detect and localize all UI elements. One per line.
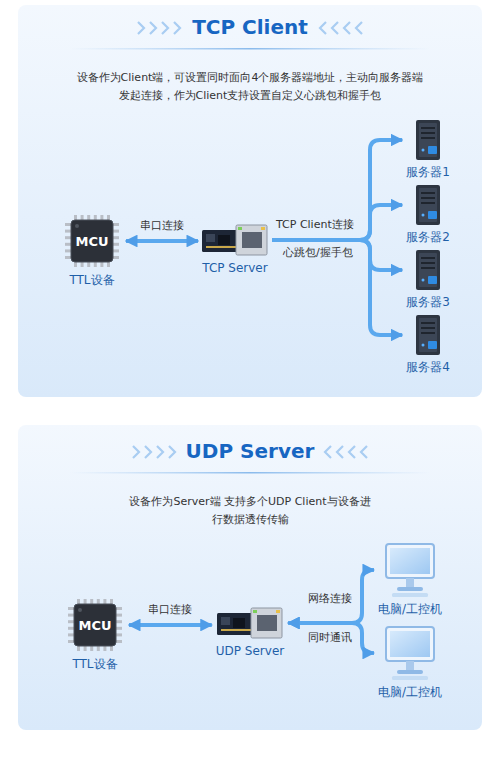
connector-arrow [272,140,402,240]
ethernet-module-graphic [202,223,268,257]
ethernet-module: UDP Server [212,606,288,659]
panel-description: 设备作为Server端 支持多个UDP Client与设备进行数据透传传输 [125,493,375,529]
server-icon [413,184,443,226]
panel-description: 设备作为Client端，可设置同时面向4个服务器端地址，主动向服务器端发起连接，… [75,69,425,105]
server-graphic [413,119,443,161]
device-label: UDP Server [216,644,284,659]
panel-band: UDP Server 设备作为Server端 支持多个UDP Client与设备进… [18,425,482,730]
device-label: TCP Server [202,261,267,276]
device-label: 服务器3 [406,295,450,310]
connector-arrow [288,623,374,653]
server-icon [413,314,443,356]
panel-title: TCP Client [18,15,482,39]
panel-ground [18,425,482,730]
computer-graphic [384,542,436,598]
server: 服务器2 [402,184,454,245]
connection-label: 网络连接 [308,592,352,606]
device-label: 电脑/工控机 [378,685,442,700]
server: 服务器4 [402,314,454,375]
panel-ground [18,5,482,397]
chip-marking: MCU [65,597,125,653]
server-graphic [413,249,443,291]
connection-note: 心跳包/握手包 [283,246,353,260]
title-rule [70,472,430,474]
connector-arrow [129,623,212,627]
computer: 电脑/工控机 [374,625,446,700]
title-rule [70,48,430,50]
connection-note: TCP Client连接 [276,218,354,232]
panel-title: UDP Server [18,439,482,463]
connector-arrow [126,239,198,243]
mcu-chip-icon: MCU [62,213,122,269]
ethernet-module-icon [217,606,283,640]
device-label: TTL设备 [69,273,114,288]
connector-arrow [272,205,402,240]
connection-label: 同时通讯 [308,631,352,645]
device-label: TTL设备 [72,657,117,672]
connection-label: 串口连接 [148,603,192,617]
connector-arrow [272,240,402,270]
computer-icon [384,542,436,598]
device-label: 服务器1 [406,165,450,180]
chip-marking: MCU [62,213,122,269]
device-label: 电脑/工控机 [378,602,442,617]
ethernet-module-graphic [217,606,283,640]
device-label: 服务器4 [406,360,450,375]
mcu-chip: MCU TTL设备 [61,597,129,672]
server-icon [413,119,443,161]
mcu-chip: MCU TTL设备 [58,213,126,288]
server: 服务器1 [402,119,454,180]
connector-arrow [272,240,402,335]
device-label: 服务器2 [406,230,450,245]
server-graphic [413,314,443,356]
computer: 电脑/工控机 [374,542,446,617]
panel-band: TCP Client 设备作为Client端，可设置同时面向4个服务器端地址，主动… [18,5,482,397]
connection-label: 串口连接 [140,219,184,233]
ethernet-module-icon [202,223,268,257]
server-icon [413,249,443,291]
computer-icon [384,625,436,681]
mcu-chip-icon: MCU [65,597,125,653]
server-graphic [413,184,443,226]
server: 服务器3 [402,249,454,310]
computer-graphic [384,625,436,681]
ethernet-module: TCP Server [198,223,272,276]
connector-arrow [288,570,374,623]
